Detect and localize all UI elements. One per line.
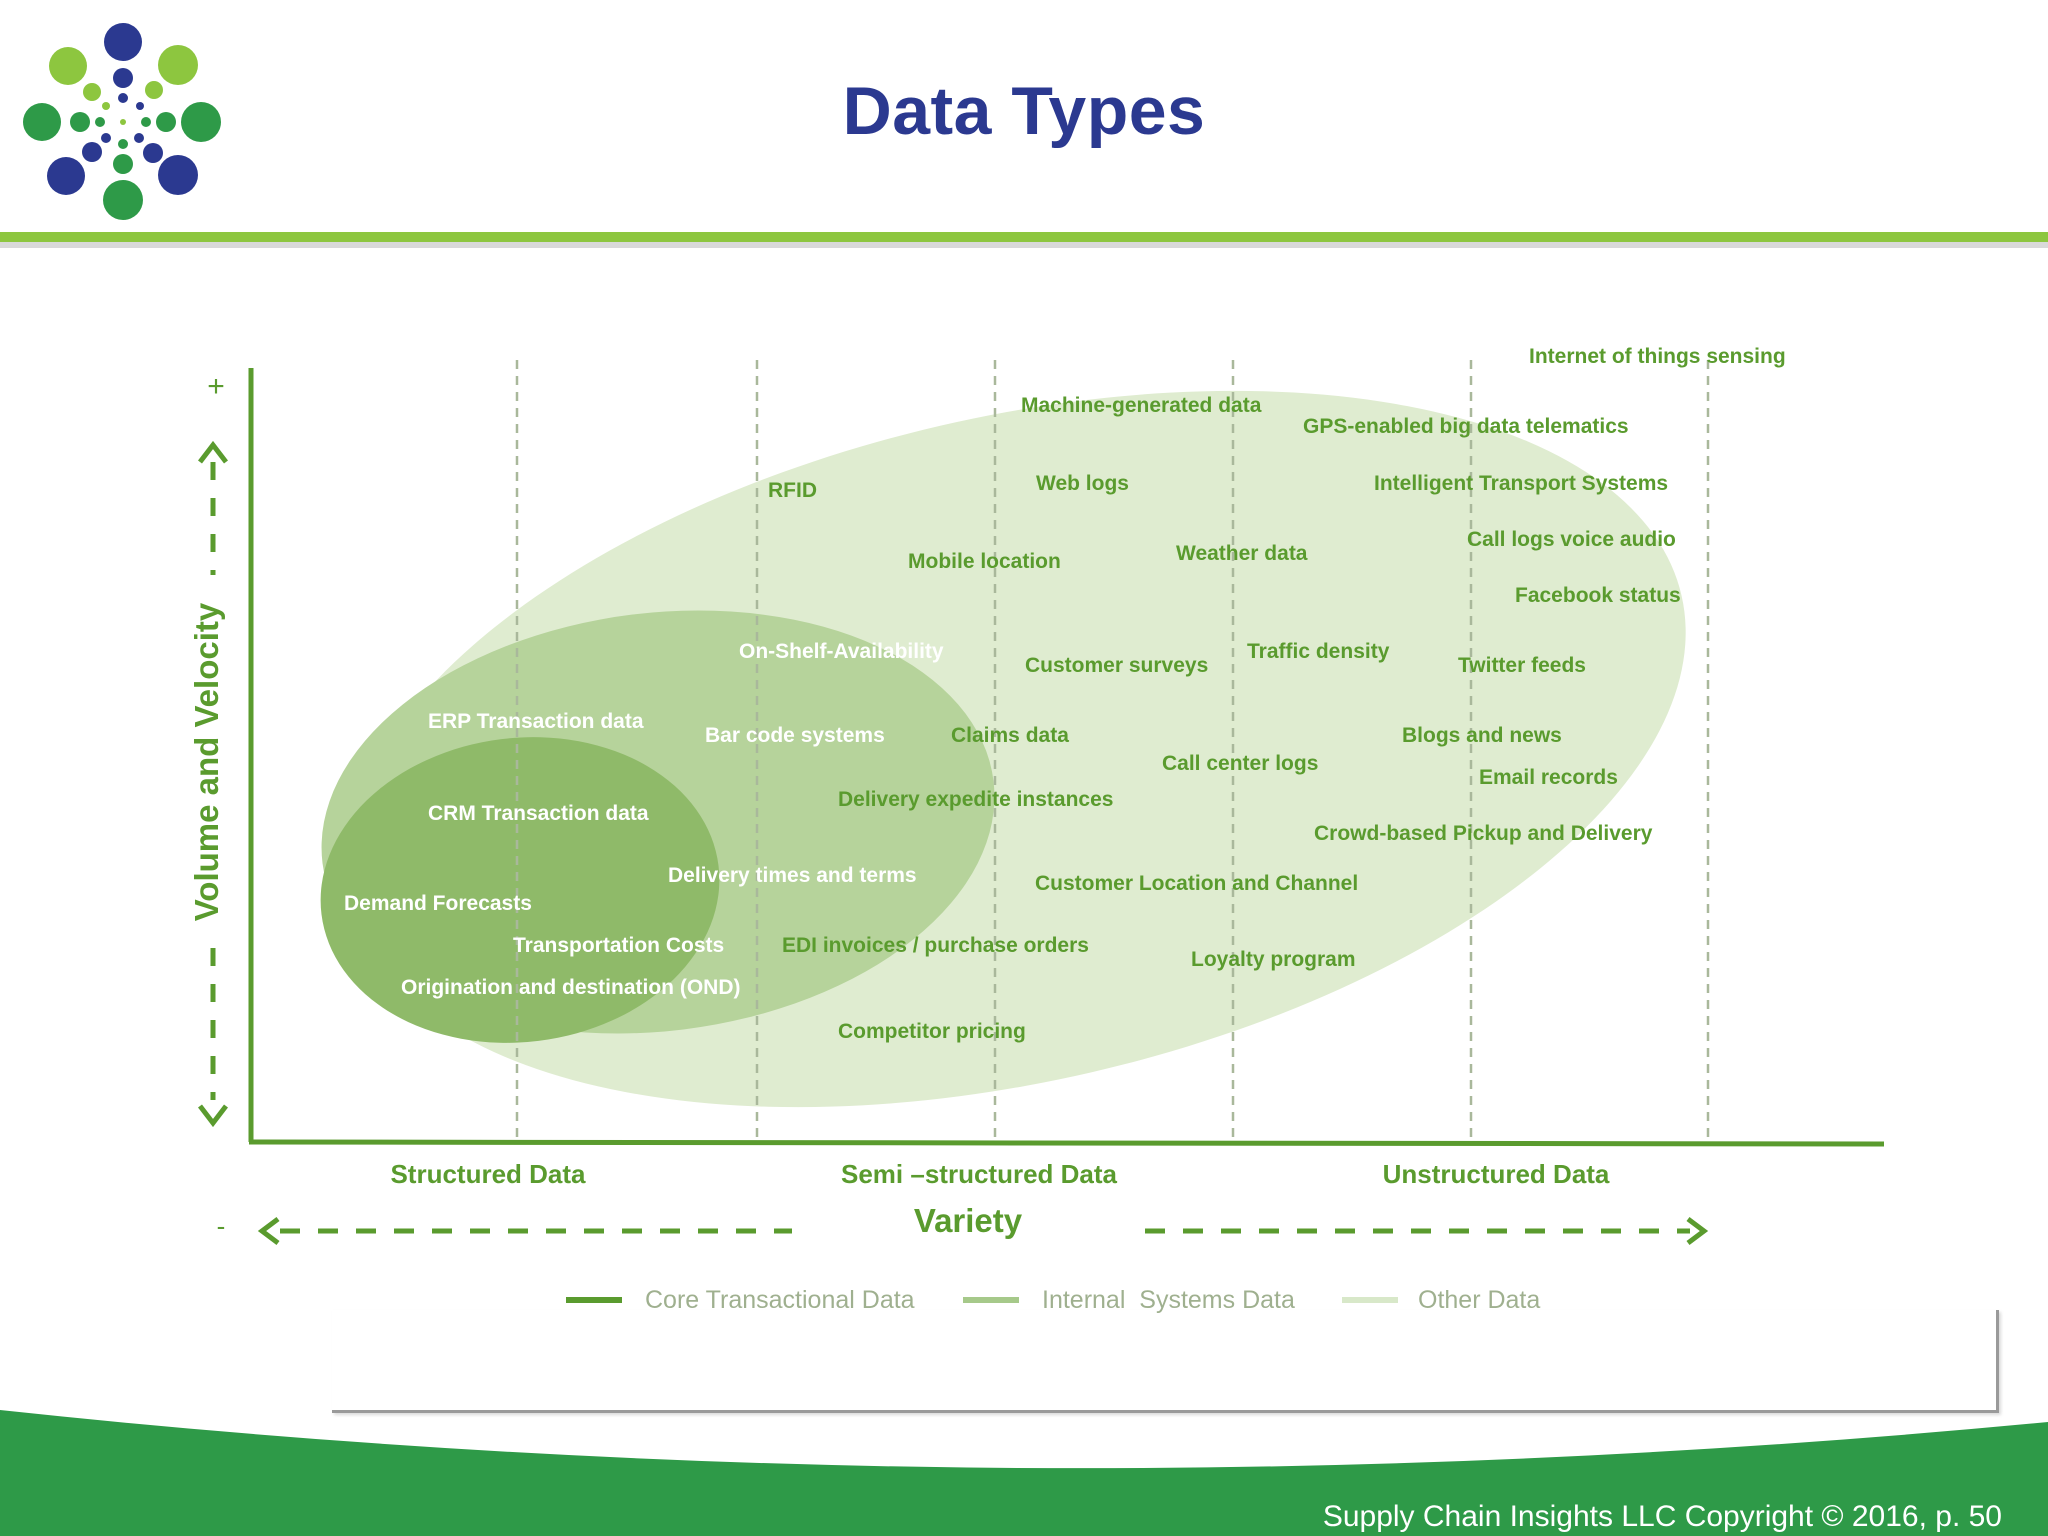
category-gridlines (515, 360, 1710, 1138)
label-transportation-costs: Transportation Costs (513, 934, 724, 957)
y-axis-label: Volume and Velocity (188, 602, 225, 921)
label-demand-forecasts: Demand Forecasts (344, 892, 532, 915)
label-claims-data: Claims data (951, 724, 1069, 747)
label-twitter-feeds: Twitter feeds (1458, 654, 1586, 677)
label-bar-code-systems: Bar code systems (705, 724, 885, 747)
label-call-center-logs: Call center logs (1162, 752, 1318, 775)
label-crowd-pickup: Crowd-based Pickup and Delivery (1314, 822, 1653, 845)
legend-label-core: Core Transactional Data (645, 1286, 915, 1314)
label-call-logs: Call logs voice audio (1467, 528, 1676, 551)
label-rfid: RFID (768, 479, 817, 502)
footer-band (0, 1410, 2048, 1536)
label-edi-invoices: EDI invoices / purchase orders (782, 934, 1089, 957)
label-weather-data: Weather data (1176, 542, 1308, 565)
label-facebook-status: Facebook status (1515, 584, 1681, 607)
legend-label-internal: Internal Systems Data (1042, 1286, 1295, 1314)
x-axis-label: Variety (914, 1202, 1023, 1239)
label-delivery-expedite: Delivery expedite instances (838, 788, 1113, 811)
category-unstructured: Unstructured Data (1383, 1159, 1610, 1189)
label-customer-surveys: Customer surveys (1025, 654, 1208, 677)
label-competitor-pricing: Competitor pricing (838, 1020, 1026, 1043)
label-gps-telematics: GPS-enabled big data telematics (1303, 415, 1629, 438)
label-email-records: Email records (1479, 766, 1618, 789)
label-internet-of-things: Internet of things sensing (1529, 345, 1786, 368)
company-logo (23, 23, 221, 220)
legend-label-other: Other Data (1418, 1286, 1540, 1314)
data-types-diagram: + Volume and Velocity - Variety Structur… (188, 345, 1885, 1314)
label-loyalty-program: Loyalty program (1191, 948, 1356, 971)
header-divider-shadow (0, 242, 2048, 248)
label-intelligent-transport: Intelligent Transport Systems (1374, 472, 1668, 495)
label-delivery-times-terms: Delivery times and terms (668, 864, 917, 887)
category-semi-structured: Semi –structured Data (841, 1159, 1118, 1189)
category-structured: Structured Data (390, 1159, 586, 1189)
label-customer-location: Customer Location and Channel (1035, 872, 1358, 895)
x-axis-line (248, 1139, 1885, 1147)
y-axis-plus: + (207, 370, 225, 403)
x-axis-arrows (257, 1217, 1709, 1245)
label-erp-transaction-data: ERP Transaction data (428, 710, 644, 733)
label-origination-destination: Origination and destination (OND) (401, 976, 741, 999)
copyright-text: Supply Chain Insights LLC Copyright © 20… (1322, 1500, 2002, 1533)
label-crm-transaction-data: CRM Transaction data (428, 802, 649, 825)
legend: Core Transactional Data Internal Systems… (566, 1286, 1540, 1314)
empty-text-box (332, 1310, 1999, 1413)
label-machine-generated: Machine-generated data (1021, 394, 1262, 417)
label-on-shelf-availability: On-Shelf-Availability (739, 640, 944, 663)
label-traffic-density: Traffic density (1247, 640, 1390, 663)
label-mobile-location: Mobile location (908, 550, 1061, 573)
header-divider (0, 232, 2048, 242)
y-axis-arrow (198, 440, 228, 1128)
page-title: Data Types (842, 73, 1206, 149)
x-axis-minus: - (217, 1211, 226, 1241)
label-web-logs: Web logs (1036, 472, 1129, 495)
core-transactional-ellipse (320, 737, 720, 1043)
label-blogs-news: Blogs and news (1402, 724, 1562, 747)
